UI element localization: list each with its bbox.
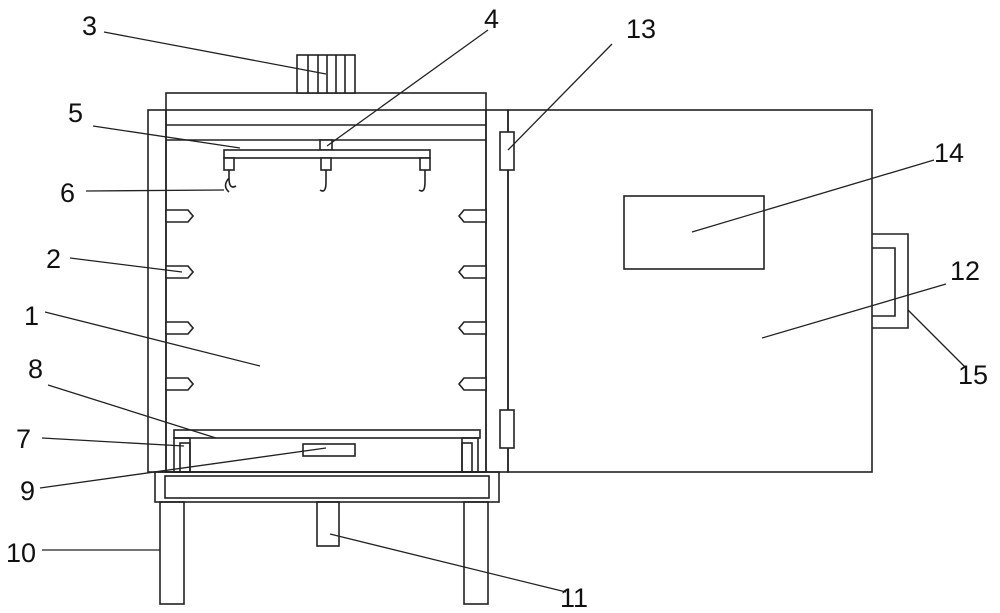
label-8: 8 (28, 354, 43, 384)
label-13: 13 (626, 14, 656, 44)
label-15: 15 (958, 360, 988, 390)
hanging-rack (224, 140, 430, 192)
label-7: 7 (16, 424, 31, 454)
label-12: 12 (950, 256, 980, 286)
label-10: 10 (6, 538, 36, 568)
label-2: 2 (46, 244, 61, 274)
label-9: 9 (20, 476, 35, 506)
leader-lines (40, 30, 966, 592)
bottom-tray (174, 430, 480, 472)
label-5: 5 (68, 98, 83, 128)
callout-labels: 3 4 5 6 2 1 8 7 9 10 11 12 13 14 15 (6, 4, 988, 613)
label-3: 3 (82, 11, 97, 41)
label-1: 1 (24, 301, 39, 331)
door (500, 110, 908, 472)
label-14: 14 (934, 138, 964, 168)
side-supports (166, 210, 486, 390)
label-6: 6 (60, 178, 75, 208)
label-4: 4 (484, 4, 499, 34)
base-legs (155, 472, 499, 604)
label-11: 11 (560, 583, 588, 613)
